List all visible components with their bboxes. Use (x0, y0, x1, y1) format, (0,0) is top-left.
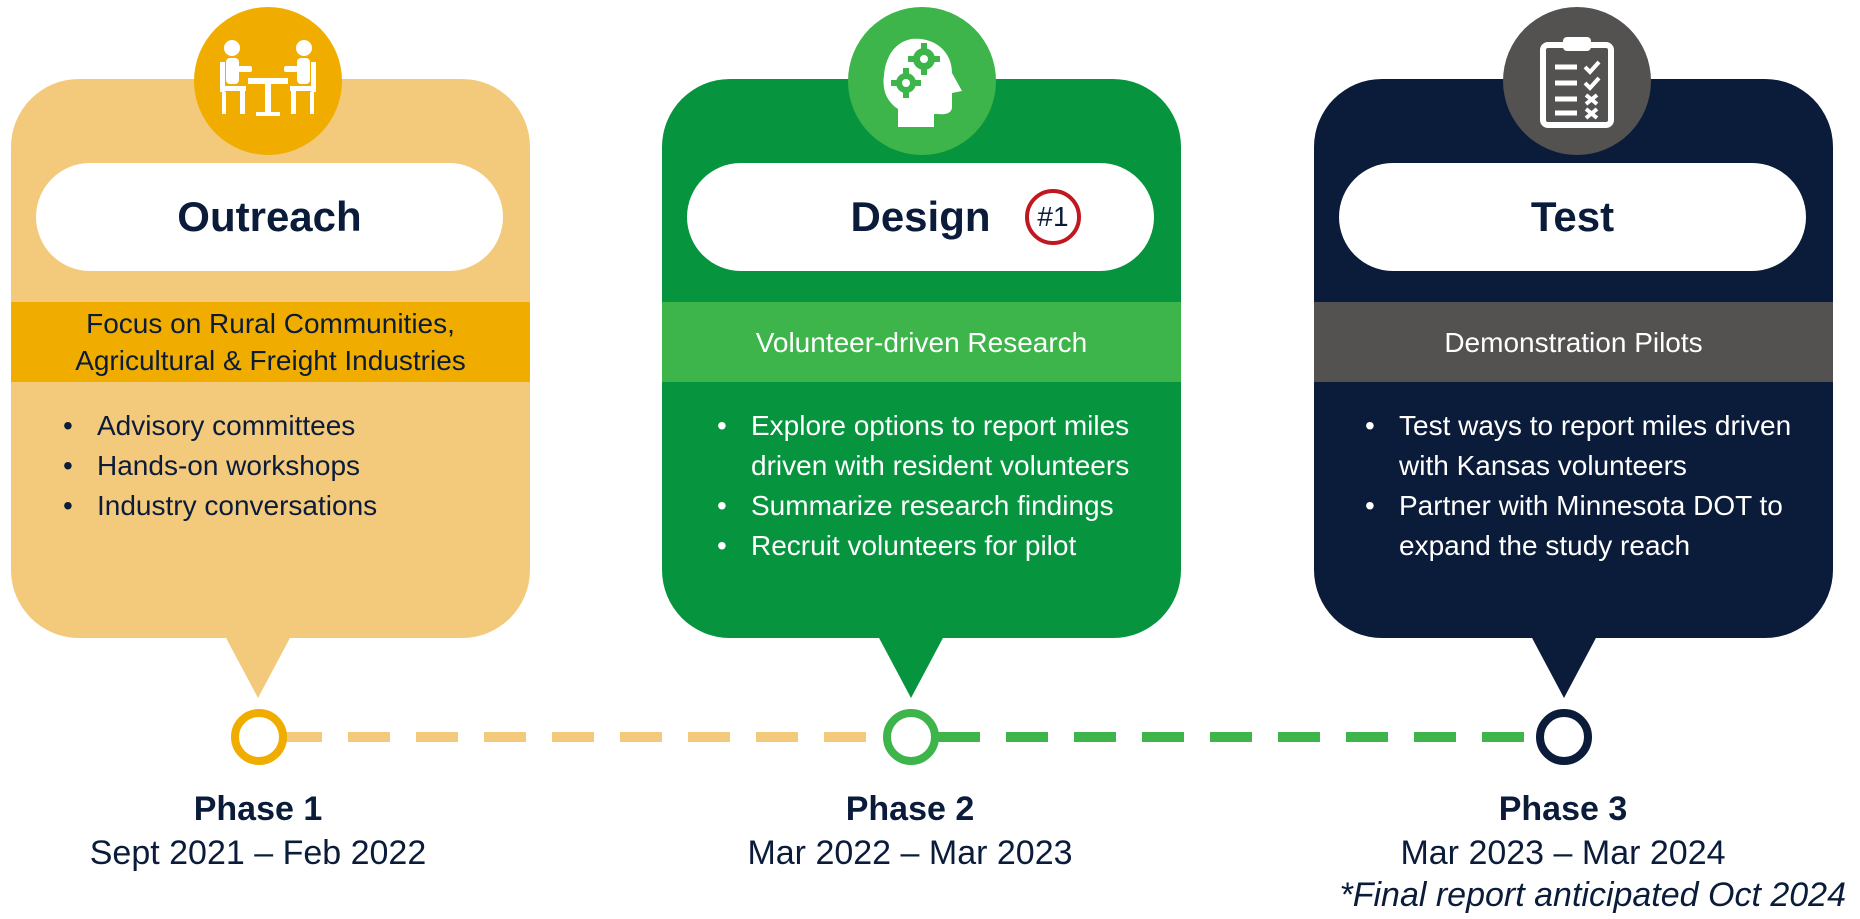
bullet-item: Recruit volunteers for pilot (717, 526, 1157, 566)
phase-subtitle-band: Focus on Rural Communities, Agricultural… (11, 302, 530, 382)
bullet-list: Explore options to report miles driven w… (717, 406, 1157, 566)
bullet-item: Partner with Minnesota DOT to expand the… (1365, 486, 1805, 566)
bullet-item: Hands-on workshops (63, 446, 503, 486)
phase-card-design: Design #1 Volunteer-driven Research Expl… (662, 79, 1181, 638)
phase-1-label: Phase 1 Sept 2021 – Feb 2022 (48, 788, 468, 876)
phase-title: Outreach (177, 193, 362, 240)
phase-title: Test (1530, 193, 1615, 240)
clipboard-checklist-icon (1503, 7, 1651, 155)
phase-dates: Sept 2021 – Feb 2022 (89, 834, 427, 872)
phase-2-label: Phase 2 Mar 2022 – Mar 2023 (700, 788, 1120, 876)
title-pill: Test (1339, 163, 1806, 271)
phase-card-outreach: Outreach Focus on Rural Communities, Agr… (11, 79, 530, 638)
footnote: *Final report anticipated Oct 2024 (1339, 876, 1846, 914)
meeting-icon (194, 7, 342, 155)
phase-subtitle-band: Volunteer-driven Research (662, 302, 1181, 382)
subtitle-line: Demonstration Pilots (1444, 326, 1703, 358)
title-pill: Outreach (36, 163, 503, 271)
bullet-item: Test ways to report miles driven with Ka… (1365, 406, 1805, 486)
subtitle-line: Agricultural & Freight Industries (75, 345, 466, 376)
bullet-list: Test ways to report miles driven with Ka… (1365, 406, 1805, 566)
callout-pointer (1531, 636, 1597, 698)
phase-1-marker (231, 709, 287, 765)
subtitle-line: Volunteer-driven Research (755, 326, 1088, 358)
phase-dates: Mar 2022 – Mar 2023 (747, 834, 1073, 872)
rank-badge: #1 (1025, 189, 1081, 245)
bullet-list: Advisory committees Hands-on workshops I… (63, 406, 503, 526)
title-pill: Design #1 (687, 163, 1154, 271)
bullet-item: Industry conversations (63, 486, 503, 526)
subtitle-line: Focus on Rural Communities, (86, 308, 455, 339)
callout-pointer (878, 636, 944, 698)
phase-3-label: Phase 3 Mar 2023 – Mar 2024 (1353, 788, 1773, 876)
bullet-item: Summarize research findings (717, 486, 1157, 526)
phase-2-marker (883, 709, 939, 765)
phase-title: Design (850, 193, 991, 240)
phase-card-test: Test Demonstration Pilots Test ways to r… (1314, 79, 1833, 638)
phase-name: Phase 2 (845, 790, 975, 828)
bullet-item: Explore options to report miles driven w… (717, 406, 1157, 486)
phase-3-marker (1536, 709, 1592, 765)
brain-gears-icon (848, 7, 996, 155)
bullet-item: Advisory committees (63, 406, 503, 446)
phase-subtitle-band: Demonstration Pilots (1314, 302, 1833, 382)
callout-pointer (225, 636, 291, 698)
phase-name: Phase 3 (1498, 790, 1628, 828)
phase-name: Phase 1 (193, 790, 323, 828)
phase-dates: Mar 2023 – Mar 2024 (1400, 834, 1726, 872)
